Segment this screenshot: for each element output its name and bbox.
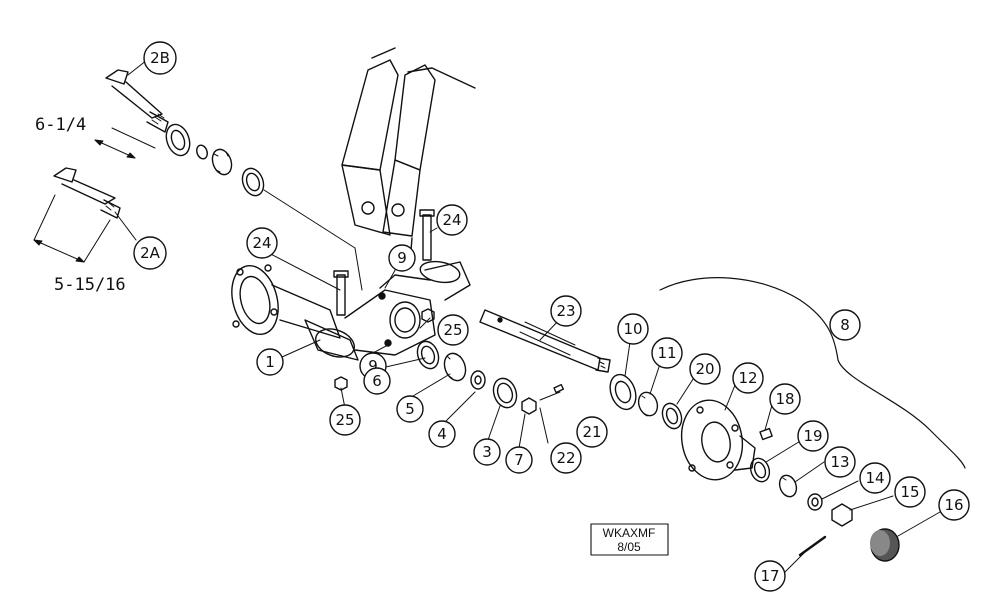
callout-4: 4 [428, 420, 456, 448]
callout-13: 13 [824, 446, 856, 478]
bolts [333, 209, 435, 316]
callouts: 2B 2A 24 24 9 9 25 25 1 6 5 4 3 7 22 21 … [133, 41, 970, 592]
outer-bearings [609, 373, 683, 430]
upper-bearing-stack [165, 123, 363, 291]
svg-text:12: 12 [738, 369, 757, 387]
stamp-date: 8/05 [617, 540, 641, 554]
svg-text:24: 24 [442, 211, 461, 229]
callout-18: 18 [769, 383, 801, 415]
callout-19: 19 [797, 420, 829, 452]
callout-24a: 24 [246, 227, 278, 259]
svg-text:20: 20 [695, 360, 714, 378]
callout-17: 17 [754, 560, 786, 592]
svg-text:15: 15 [900, 483, 919, 501]
callout-9a: 9 [388, 244, 416, 272]
callout-11: 11 [651, 337, 683, 369]
svg-text:17: 17 [760, 567, 779, 585]
svg-text:6: 6 [372, 372, 382, 390]
svg-text:4: 4 [437, 425, 447, 443]
callout-20: 20 [689, 353, 721, 385]
svg-text:16: 16 [944, 496, 963, 514]
wheel-hub [680, 399, 773, 481]
svg-text:11: 11 [657, 344, 676, 362]
callout-8: 8 [829, 309, 861, 341]
callout-12: 12 [732, 362, 764, 394]
callout-14: 14 [859, 462, 891, 494]
svg-text:3: 3 [482, 443, 492, 461]
callout-15: 15 [894, 476, 926, 508]
svg-text:25: 25 [443, 321, 462, 339]
hub-cap-stack [749, 457, 900, 562]
dimension-label-2b: 6-1/4 [35, 115, 86, 135]
svg-text:8: 8 [840, 316, 850, 334]
svg-text:2B: 2B [150, 49, 170, 67]
assembly-bracket [659, 277, 966, 469]
svg-text:14: 14 [865, 469, 884, 487]
callout-25b: 25 [437, 314, 469, 346]
callout-22: 22 [550, 442, 582, 474]
svg-text:1: 1 [265, 353, 275, 371]
svg-text:23: 23 [556, 302, 575, 320]
stamp-code: WKAXMF [603, 526, 656, 540]
callout-2a: 2A [133, 236, 167, 270]
svg-text:5: 5 [405, 400, 415, 418]
callout-23: 23 [550, 295, 582, 327]
callout-24b: 24 [436, 204, 468, 236]
svg-text:18: 18 [775, 390, 794, 408]
callout-7: 7 [505, 446, 533, 474]
spindle-pin-2a [53, 167, 121, 219]
callout-2b: 2B [143, 41, 177, 75]
mounting-arms [341, 47, 476, 263]
svg-text:10: 10 [623, 320, 642, 338]
callout-5: 5 [396, 395, 424, 423]
svg-text:9: 9 [368, 357, 378, 375]
svg-text:22: 22 [556, 449, 575, 467]
svg-text:24: 24 [252, 234, 271, 252]
callout-25a: 25 [329, 404, 361, 436]
inner-bearings [416, 340, 565, 415]
svg-text:21: 21 [582, 423, 601, 441]
callout-21: 21 [576, 416, 608, 448]
dimension-label-2a: 5-15/16 [54, 275, 126, 295]
svg-text:13: 13 [830, 453, 849, 471]
dimension-lines [33, 127, 156, 263]
axle-housing [231, 260, 471, 361]
callout-6: 6 [363, 367, 391, 395]
svg-text:2A: 2A [140, 244, 161, 262]
spindle-shaft [479, 309, 611, 373]
svg-text:7: 7 [514, 451, 524, 469]
svg-text:25: 25 [335, 411, 354, 429]
callout-3: 3 [473, 438, 501, 466]
callout-1: 1 [256, 348, 284, 376]
spindle-pin-2b [105, 69, 169, 133]
nuts [334, 308, 435, 391]
svg-text:9: 9 [397, 249, 407, 267]
callout-16: 16 [938, 489, 970, 521]
drawing-stamp: WKAXMF 8/05 [590, 523, 669, 556]
callout-10: 10 [617, 313, 649, 345]
leader-lines [114, 59, 941, 575]
svg-text:19: 19 [803, 427, 822, 445]
